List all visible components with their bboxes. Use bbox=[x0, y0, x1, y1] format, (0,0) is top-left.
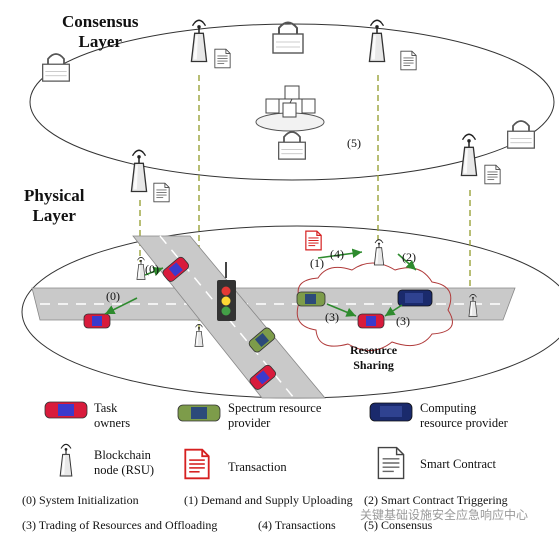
lock-icon bbox=[506, 120, 536, 149]
interaction-arrows bbox=[104, 248, 417, 317]
blockchain-node-icon bbox=[460, 133, 478, 177]
computing-provider-vehicle bbox=[397, 289, 433, 307]
legend-smart-contract-icon bbox=[377, 446, 405, 480]
server-cluster-icon bbox=[255, 85, 325, 132]
legend-blockchain-node-icon bbox=[59, 443, 73, 477]
step-label: (5) bbox=[347, 136, 361, 150]
step-label: (3) bbox=[396, 314, 410, 328]
blockchain-node-icon bbox=[194, 323, 204, 347]
task-owner-vehicle bbox=[83, 313, 111, 329]
spectrum-provider-vehicle bbox=[248, 327, 276, 353]
step-description: (1) Demand and Supply Uploading bbox=[184, 493, 353, 507]
transaction-icon bbox=[305, 230, 322, 251]
step-description: (4) Transactions bbox=[258, 518, 336, 532]
step-description: (0) System Initialization bbox=[22, 493, 139, 507]
legend-transaction-icon bbox=[184, 448, 210, 480]
smart-contract-icon bbox=[400, 50, 417, 71]
smart-contract-icon bbox=[214, 48, 231, 69]
task-owner-vehicle bbox=[357, 313, 385, 329]
step-label: (2) bbox=[402, 250, 416, 264]
step-label: (0) bbox=[145, 262, 159, 276]
blockchain-node-icon bbox=[130, 149, 148, 193]
legend-transaction: Transaction bbox=[228, 460, 287, 474]
step-description: (3) Trading of Resources and Offloading bbox=[22, 518, 218, 532]
step-label: (1) bbox=[310, 256, 324, 270]
legend-task-owner-icon bbox=[44, 401, 88, 419]
lock-icon bbox=[277, 131, 307, 160]
step-description: (2) Smart Contract Triggering bbox=[364, 493, 508, 507]
blockchain-node-icon bbox=[368, 19, 386, 63]
task-owner-vehicle bbox=[162, 256, 189, 282]
watermark: 关键基础设施安全应急响应中心 bbox=[360, 508, 529, 522]
step-label: (3) bbox=[325, 310, 339, 324]
resource-sharing-cloud bbox=[296, 262, 453, 351]
smart-contract-icon bbox=[484, 164, 501, 185]
lock-icon bbox=[272, 21, 304, 54]
lock-icon bbox=[41, 53, 71, 82]
smart-contract-icon bbox=[153, 182, 170, 203]
legend-computing-provider-icon bbox=[369, 402, 413, 422]
step-label: (0) bbox=[106, 289, 120, 303]
blockchain-node-icon bbox=[190, 19, 208, 63]
traffic-light-icon bbox=[217, 262, 236, 321]
spectrum-provider-vehicle bbox=[296, 291, 326, 307]
blockchain-node-icon bbox=[136, 256, 146, 280]
step-label: (4) bbox=[330, 247, 344, 261]
task-owner-vehicle bbox=[249, 364, 276, 390]
blockchain-node-icon bbox=[373, 239, 385, 266]
legend-smart-contract: Smart Contract bbox=[420, 457, 497, 471]
step-description: (5) Consensus bbox=[364, 518, 433, 532]
legend-spectrum-provider-icon bbox=[177, 404, 221, 422]
